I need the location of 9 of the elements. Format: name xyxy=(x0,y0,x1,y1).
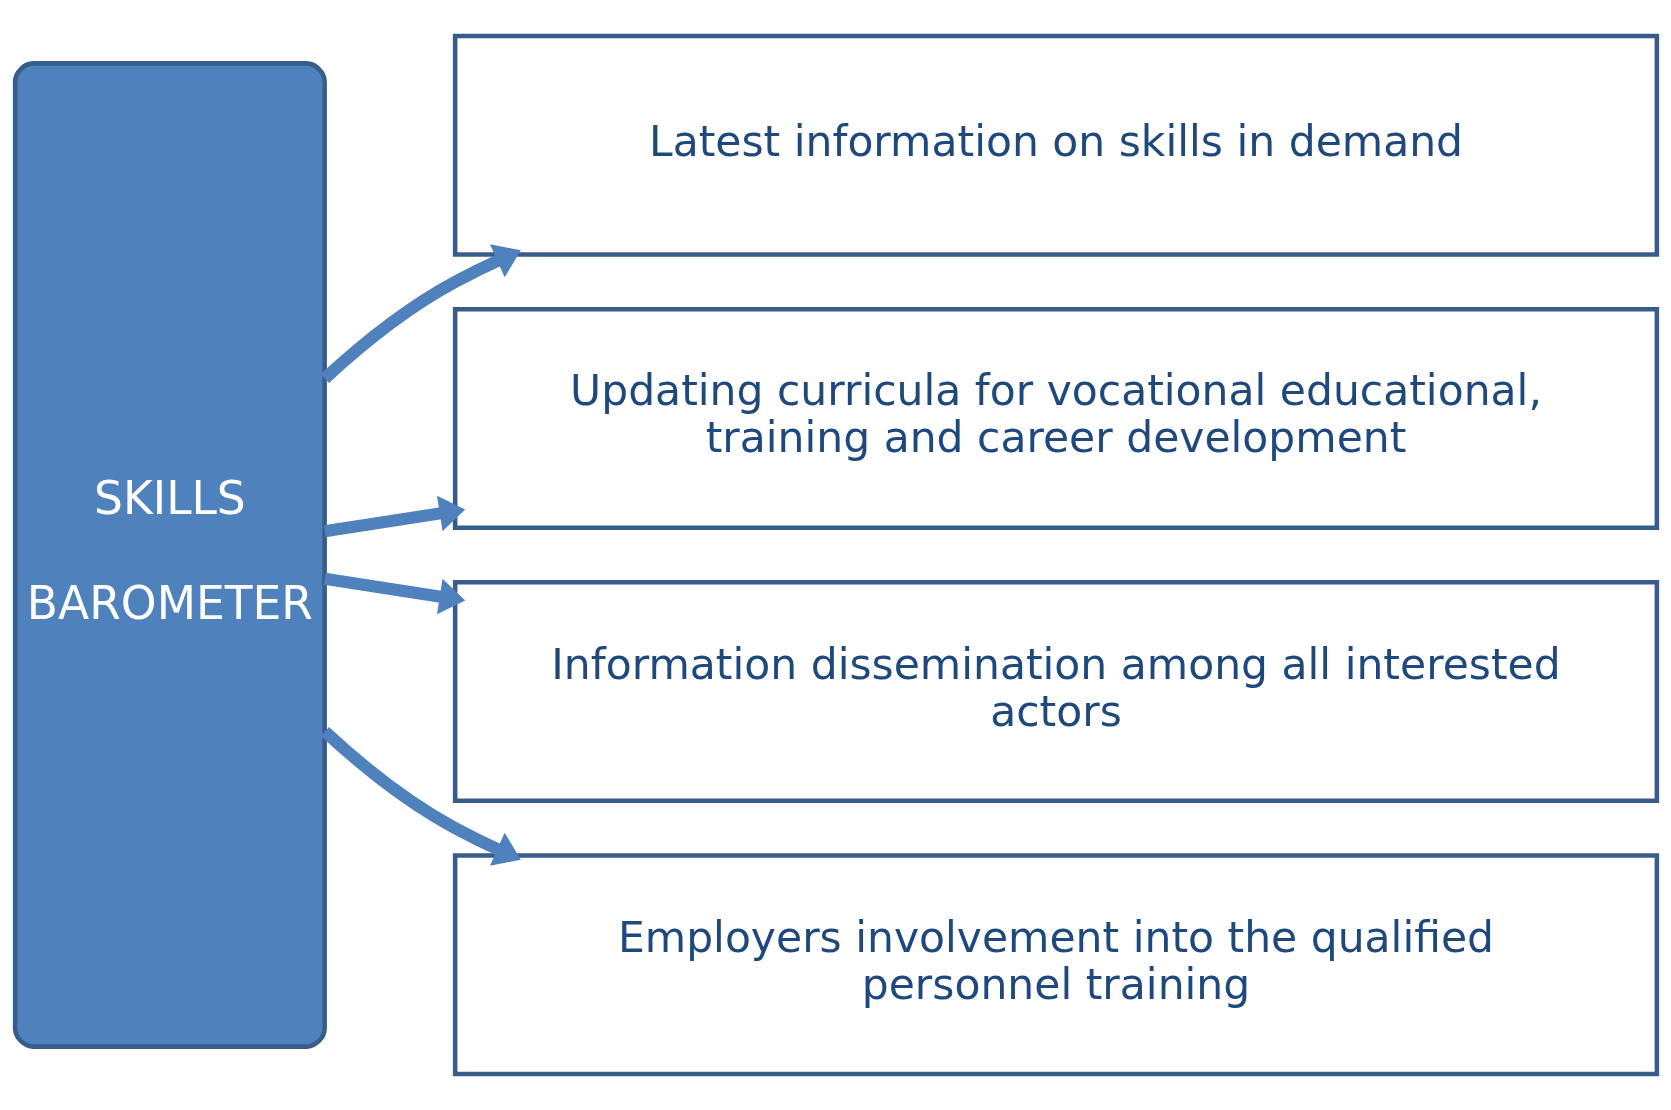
arrow xyxy=(320,726,521,866)
node-box: Updating curricula for vocational educational, training and career development xyxy=(452,306,1659,530)
node-box: Employers involvement into the qualified personnel training xyxy=(452,853,1659,1077)
arrow xyxy=(323,572,465,615)
arrow xyxy=(323,495,465,538)
arrow xyxy=(320,244,521,384)
node-box: Information dissemination among all interested actors xyxy=(452,580,1659,804)
node-box: SKILLS BAROMETER xyxy=(12,61,327,1049)
node-box: Latest information on skills in demand xyxy=(452,33,1659,257)
